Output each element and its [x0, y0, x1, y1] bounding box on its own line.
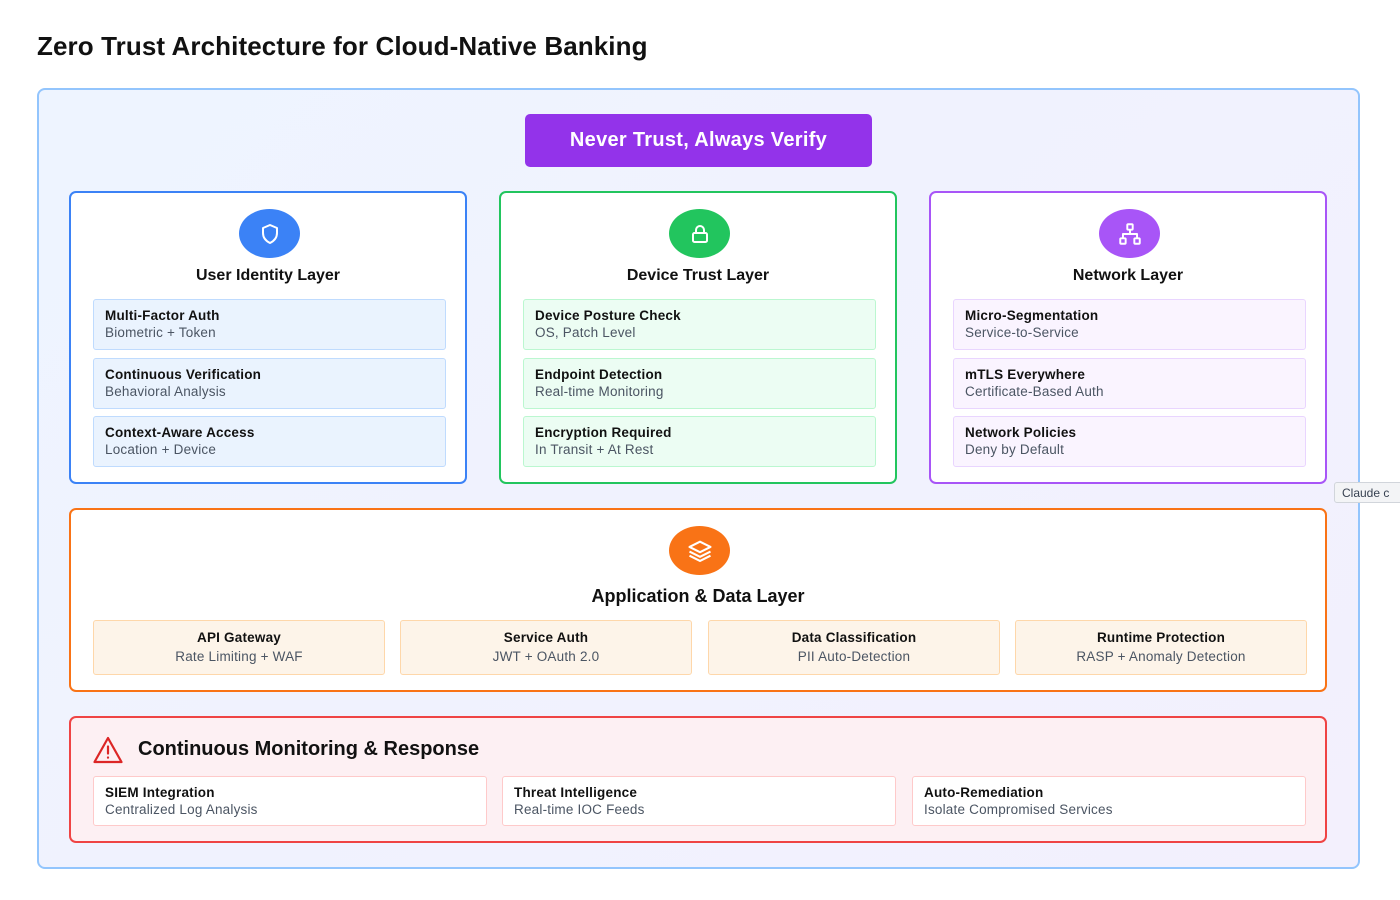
network-layer: Network Layer Micro-Segmentation Service… [929, 191, 1327, 484]
monitoring-title: Continuous Monitoring & Response [138, 738, 480, 760]
user-identity-layer: User Identity Layer Multi-Factor Auth Bi… [69, 191, 467, 484]
card-subtitle: Centralized Log Analysis [105, 802, 258, 817]
layer-item: Endpoint Detection Real-time Monitoring [523, 358, 876, 409]
card-title: Threat Intelligence [514, 785, 638, 800]
layer-title: Network Layer [1072, 267, 1184, 284]
layer-item: Network Policies Deny by Default [953, 416, 1306, 467]
layers-icon [669, 526, 730, 575]
item-title: Endpoint Detection [535, 367, 663, 382]
network-icon [1099, 209, 1160, 258]
item-subtitle: Real-time Monitoring [535, 384, 664, 399]
card-title: Auto-Remediation [924, 785, 1044, 800]
item-subtitle: In Transit + At Rest [535, 442, 654, 457]
item-subtitle: Service-to-Service [965, 325, 1079, 340]
card-title: Runtime Protection [1096, 630, 1226, 645]
app-card: Service Auth JWT + OAuth 2.0 [400, 620, 692, 675]
layer-item: Encryption Required In Transit + At Rest [523, 416, 876, 467]
layer-item: Context-Aware Access Location + Device [93, 416, 446, 467]
card-subtitle: JWT + OAuth 2.0 [492, 649, 600, 664]
card-title: Service Auth [503, 630, 589, 645]
item-title: Context-Aware Access [105, 425, 255, 440]
app-card: API Gateway Rate Limiting + WAF [93, 620, 385, 675]
card-title: API Gateway [197, 630, 281, 645]
layer-item: mTLS Everywhere Certificate-Based Auth [953, 358, 1306, 409]
item-subtitle: Certificate-Based Auth [965, 384, 1104, 399]
monitoring-section: Continuous Monitoring & Response SIEM In… [69, 716, 1327, 843]
item-subtitle: OS, Patch Level [535, 325, 636, 340]
card-subtitle: RASP + Anomaly Detection [1076, 649, 1246, 664]
side-tab[interactable]: Claude c [1334, 482, 1400, 503]
layer-item: Micro-Segmentation Service-to-Service [953, 299, 1306, 350]
layer-item: Device Posture Check OS, Patch Level [523, 299, 876, 350]
card-subtitle: PII Auto-Detection [797, 649, 911, 664]
app-card: Data Classification PII Auto-Detection [708, 620, 1000, 675]
item-title: Micro-Segmentation [965, 308, 1099, 323]
item-title: Continuous Verification [105, 367, 262, 382]
page-title: Zero Trust Architecture for Cloud-Native… [37, 31, 648, 61]
card-subtitle: Rate Limiting + WAF [175, 649, 303, 664]
shield-icon [239, 209, 300, 258]
card-subtitle: Isolate Compromised Services [924, 802, 1113, 817]
lock-icon [669, 209, 730, 258]
layer-title: User Identity Layer [195, 267, 341, 284]
monitoring-card: SIEM Integration Centralized Log Analysi… [93, 776, 487, 826]
card-title: SIEM Integration [105, 785, 215, 800]
layer-title: Device Trust Layer [626, 267, 770, 284]
app-card: Runtime Protection RASP + Anomaly Detect… [1015, 620, 1307, 675]
item-subtitle: Behavioral Analysis [105, 384, 226, 399]
layer-item: Multi-Factor Auth Biometric + Token [93, 299, 446, 350]
monitoring-card: Threat Intelligence Real-time IOC Feeds [502, 776, 896, 826]
item-title: Encryption Required [535, 425, 672, 440]
layer-item: Continuous Verification Behavioral Analy… [93, 358, 446, 409]
item-subtitle: Biometric + Token [105, 325, 216, 340]
card-title: Data Classification [791, 630, 917, 645]
item-title: Multi-Factor Auth [105, 308, 220, 323]
card-subtitle: Real-time IOC Feeds [514, 802, 645, 817]
device-trust-layer: Device Trust Layer Device Posture Check … [499, 191, 897, 484]
warning-icon [92, 735, 124, 770]
principle-banner: Never Trust, Always Verify [525, 114, 872, 167]
application-data-layer: Application & Data Layer API Gateway Rat… [69, 508, 1327, 692]
item-subtitle: Deny by Default [965, 442, 1065, 457]
item-subtitle: Location + Device [105, 442, 217, 457]
monitoring-card: Auto-Remediation Isolate Compromised Ser… [912, 776, 1306, 826]
layer-title: Application & Data Layer [591, 586, 805, 606]
item-title: Network Policies [965, 425, 1077, 440]
item-title: Device Posture Check [535, 308, 681, 323]
item-title: mTLS Everywhere [965, 367, 1086, 382]
